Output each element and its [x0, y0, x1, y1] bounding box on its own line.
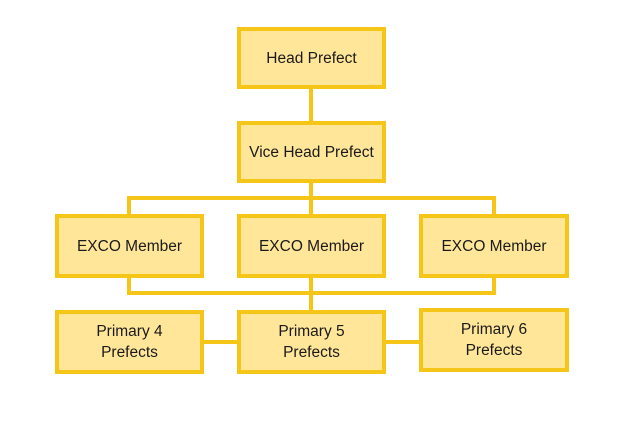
connector-top-bracket — [127, 196, 496, 214]
vice-head-prefect-box: Vice Head Prefect — [237, 121, 386, 183]
exco-member-left-box: EXCO Member — [55, 214, 204, 278]
primary-5-prefects-box: Primary 5 Prefects — [237, 310, 386, 374]
primary-4-prefects-box: Primary 4 Prefects — [55, 310, 204, 374]
head-prefect-box: Head Prefect — [237, 27, 386, 89]
exco-member-right-box: EXCO Member — [419, 214, 569, 278]
exco-member-center-box: EXCO Member — [237, 214, 386, 278]
primary-6-prefects-box: Primary 6 Prefects — [419, 308, 569, 372]
